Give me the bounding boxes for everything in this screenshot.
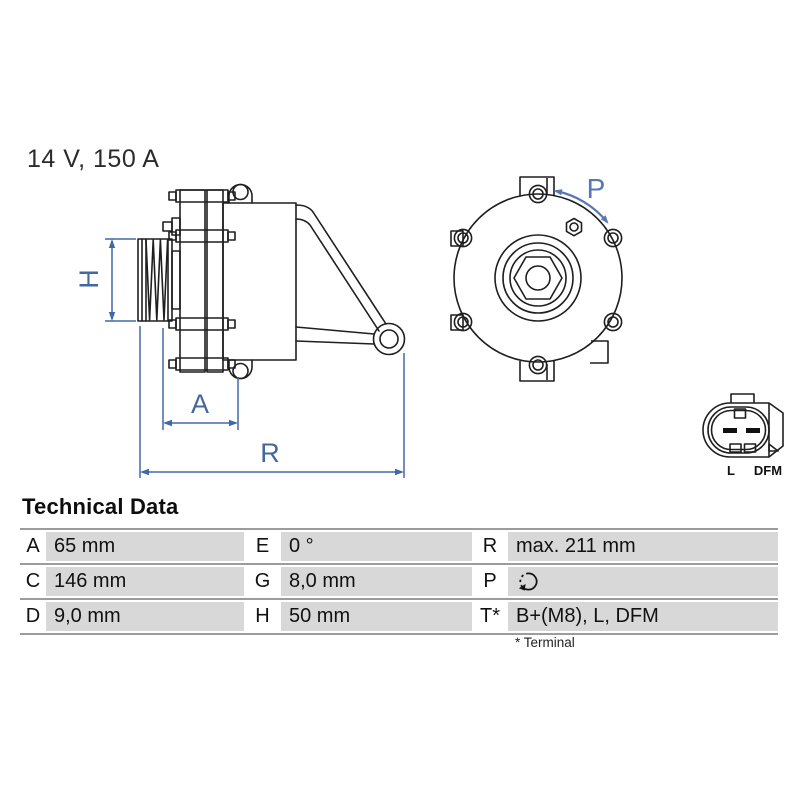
- technical-data-table: A 65 mm E 0 ° R max. 211 mm C 146 mm G 8…: [20, 526, 778, 637]
- value-label: max. 211 mm: [516, 535, 636, 557]
- rotation-label-p: P: [587, 173, 606, 204]
- connector-diagram: [702, 393, 784, 458]
- dimension-h: [105, 238, 136, 322]
- table-row: D 9,0 mm H 50 mm T* B+(M8), L, DFM: [20, 602, 778, 631]
- key-label: E: [255, 535, 270, 557]
- table-key-a: A: [20, 532, 46, 561]
- dim-label-a: A: [191, 389, 209, 419]
- key-label: A: [26, 535, 40, 557]
- terminal-nut: [565, 217, 583, 237]
- side-view-drawing: [137, 183, 406, 380]
- table-value-e: 0 °: [281, 532, 472, 561]
- dimension-a: [162, 328, 239, 430]
- housing-bolts: [453, 184, 623, 375]
- table-value-g: 8,0 mm: [281, 567, 472, 596]
- front-view-drawing: [450, 176, 623, 382]
- key-label: G: [254, 570, 271, 592]
- shaft-hub: [494, 234, 582, 322]
- page-title: 14 V, 150 A: [27, 145, 160, 173]
- rotation-ccw-icon: [516, 569, 541, 594]
- table-value-p: [508, 567, 778, 596]
- mounting-arm: [295, 204, 406, 356]
- value-label: 8,0 mm: [289, 570, 356, 592]
- table-rule: [20, 598, 778, 600]
- table-value-h: 50 mm: [281, 602, 472, 631]
- front-bracket: [162, 189, 236, 373]
- table-row: A 65 mm E 0 ° R max. 211 mm: [20, 532, 778, 561]
- key-label: R: [482, 535, 498, 557]
- technical-data-heading: Technical Data: [22, 494, 179, 519]
- table-value-a: 65 mm: [46, 532, 244, 561]
- table-key-d: D: [20, 602, 46, 631]
- table-value-c: 146 mm: [46, 567, 244, 596]
- value-label: 50 mm: [289, 605, 351, 627]
- key-label: P: [483, 570, 497, 592]
- table-key-c: C: [20, 567, 46, 596]
- table-key-r: R: [472, 532, 508, 561]
- terminal-footnote: * Terminal: [515, 635, 575, 650]
- connector-pin-label-dfm: DFM: [754, 463, 782, 478]
- rotation-direction-arrow: [553, 189, 609, 224]
- table-key-g: G: [244, 567, 281, 596]
- table-key-t: T*: [472, 602, 508, 631]
- table-rule: [20, 633, 778, 635]
- table-key-p: P: [472, 567, 508, 596]
- table-value-d: 9,0 mm: [46, 602, 244, 631]
- mounting-tabs: [450, 176, 609, 382]
- dim-label-r: R: [260, 438, 280, 468]
- housing-body: [222, 183, 297, 380]
- key-label: C: [25, 570, 41, 592]
- table-key-e: E: [244, 532, 281, 561]
- connector-pin-label-l: L: [727, 463, 735, 478]
- connector-pins: [723, 428, 760, 433]
- dimension-lines: [105, 238, 405, 478]
- table-value-r: max. 211 mm: [508, 532, 778, 561]
- value-label: 0 °: [289, 535, 314, 557]
- table-rule: [20, 528, 778, 530]
- table-key-h: H: [244, 602, 281, 631]
- pulley: [137, 238, 181, 322]
- key-label: H: [255, 605, 270, 627]
- table-row: C 146 mm G 8,0 mm P: [20, 567, 778, 596]
- value-label: 65 mm: [54, 535, 116, 557]
- value-label: B+(M8), L, DFM: [516, 605, 659, 627]
- dimension-r: [139, 326, 405, 478]
- table-rule: [20, 563, 778, 565]
- table-value-t: B+(M8), L, DFM: [508, 602, 778, 631]
- value-label: 9,0 mm: [54, 605, 121, 627]
- value-label: 146 mm: [54, 570, 127, 592]
- key-label: T*: [480, 605, 500, 627]
- key-label: D: [25, 605, 41, 627]
- dim-label-h: H: [74, 269, 104, 289]
